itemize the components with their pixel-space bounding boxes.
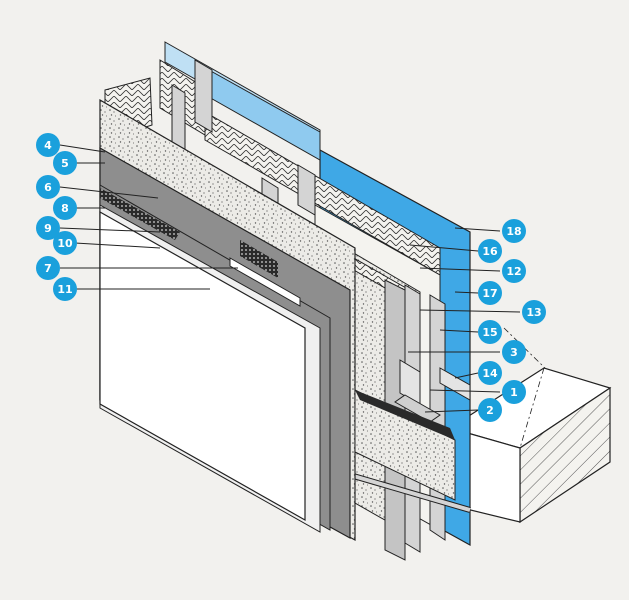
callout-14: 14 [478,361,502,385]
concrete-slab [448,327,612,524]
svg-text:4: 4 [44,139,52,152]
svg-text:1: 1 [510,386,518,399]
callout-13: 13 [522,300,546,324]
svg-text:10: 10 [57,237,73,250]
svg-text:18: 18 [506,225,521,238]
leader-lines [59,144,521,413]
callout-2: 2 [478,398,502,422]
callout-3: 3 [502,340,526,364]
callout-12: 12 [502,259,526,283]
svg-text:9: 9 [44,222,52,235]
callout-18: 18 [502,219,526,243]
svg-text:8: 8 [61,202,69,215]
callout-8: 8 [53,196,77,220]
svg-text:17: 17 [482,287,497,300]
callout-7: 7 [36,256,60,280]
svg-text:7: 7 [44,262,52,275]
callout-17: 17 [478,281,502,305]
callout-6: 6 [36,175,60,199]
callout-15: 15 [478,320,502,344]
svg-text:6: 6 [44,181,52,194]
svg-text:15: 15 [482,326,497,339]
svg-text:3: 3 [510,346,518,359]
svg-text:13: 13 [526,306,541,319]
svg-text:2: 2 [486,404,494,417]
callout-11: 11 [53,277,77,301]
svg-text:14: 14 [482,367,498,380]
callout-1: 1 [502,380,526,404]
callout-9: 9 [36,216,60,240]
svg-text:5: 5 [61,157,69,170]
callout-markers: 4 5 6 8 9 10 7 11 18 16 12 17 13 15 3 14… [36,133,546,422]
callout-4: 4 [36,133,60,157]
svg-text:16: 16 [482,245,498,258]
fixing-brackets [349,359,471,513]
callout-16: 16 [478,239,502,263]
svg-text:12: 12 [506,265,521,278]
svg-text:11: 11 [57,283,72,296]
callout-10: 10 [53,231,77,255]
callout-5: 5 [53,151,77,175]
